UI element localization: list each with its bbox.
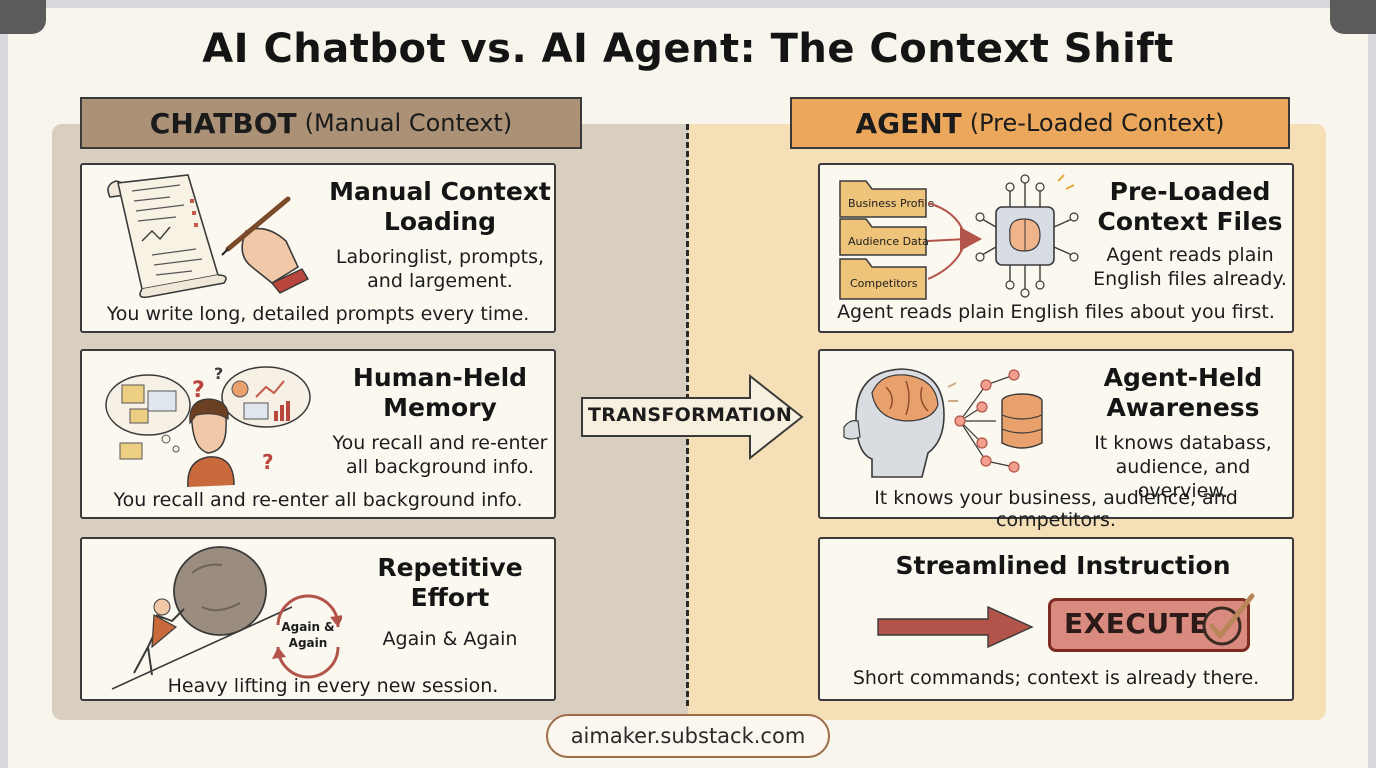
svg-text:?: ? — [262, 450, 274, 474]
chatbot-header-main: CHATBOT — [150, 107, 297, 140]
folder-label: Business Profile — [848, 197, 934, 210]
card-body-line: Agent reads plain — [1084, 243, 1296, 267]
folder-label: Audience Data — [848, 235, 929, 248]
chatbot-header-sub: (Manual Context) — [305, 109, 513, 137]
card-manual-context: Manual Context Loading Laboringlist, pro… — [80, 163, 556, 333]
robot-brain-database-icon — [836, 357, 1066, 487]
transformation-label: TRANSFORMATION — [588, 404, 788, 426]
card-human-memory: ? ? ? Human-Held Memory You recall and r… — [80, 349, 556, 519]
card-body-line: English files already. — [1084, 267, 1296, 291]
card-caption: You recall and re-enter all background i… — [82, 489, 554, 511]
card-body-line: It knows databass, — [1070, 431, 1296, 455]
card-repetitive-effort: Again & Again Repetitive Effort Again & … — [80, 537, 556, 701]
card-title-line: Human-Held — [322, 363, 558, 393]
svg-text:?: ? — [214, 364, 223, 383]
agent-header-main: AGENT — [855, 107, 961, 140]
folders-to-chip-icon: Business Profile Audience Data Competito… — [836, 171, 1096, 305]
folder-label: Competitors — [850, 277, 918, 290]
boulder-push-icon: Again & Again — [92, 543, 342, 693]
footer-url[interactable]: aimaker.substack.com — [546, 714, 830, 758]
chatbot-header: CHATBOT (Manual Context) — [80, 97, 582, 149]
card-title-line: Streamlined Instruction — [820, 551, 1306, 581]
card-caption: It knows your business, audience, and co… — [820, 487, 1292, 531]
card-body-line: Again & Again — [342, 627, 558, 651]
command-arrow-icon — [876, 605, 1036, 649]
card-title-line: Effort — [342, 583, 558, 613]
card-title-line: Repetitive — [342, 553, 558, 583]
page-title: AI Chatbot vs. AI Agent: The Context Shi… — [0, 26, 1376, 72]
card-caption: Agent reads plain English files about yo… — [820, 301, 1292, 323]
card-body-line: Laboringlist, prompts, — [322, 245, 558, 269]
thinking-person-icon: ? ? ? — [96, 357, 316, 487]
check-circle-icon — [1196, 588, 1260, 652]
card-title-line: Memory — [322, 393, 558, 423]
card-body-line: and largement. — [322, 269, 558, 293]
agent-header: AGENT (Pre-Loaded Context) — [790, 97, 1290, 149]
scroll-writing-icon — [96, 171, 316, 301]
card-caption: You write long, detailed prompts every t… — [82, 303, 554, 325]
card-title-line: Manual Context — [322, 177, 558, 207]
cycle-label-line1: Again & — [281, 620, 334, 634]
card-preloaded-files: Business Profile Audience Data Competito… — [818, 163, 1294, 333]
execute-label: EXECUTE — [1064, 607, 1209, 640]
agent-header-sub: (Pre-Loaded Context) — [970, 109, 1225, 137]
card-title-line: Context Files — [1084, 207, 1296, 237]
card-caption: Heavy lifting in every new session. — [82, 675, 554, 697]
card-body-line: all background info. — [322, 455, 558, 479]
card-title-line: Loading — [322, 207, 558, 237]
card-caption: Short commands; context is already there… — [820, 667, 1292, 689]
card-body-line: You recall and re-enter — [322, 431, 558, 455]
card-title-line: Awareness — [1070, 393, 1296, 423]
cycle-label-line2: Again — [289, 636, 328, 650]
card-agent-awareness: Agent-Held Awareness It knows databass, … — [818, 349, 1294, 519]
card-title-line: Pre-Loaded — [1084, 177, 1296, 207]
card-title-line: Agent-Held — [1070, 363, 1296, 393]
